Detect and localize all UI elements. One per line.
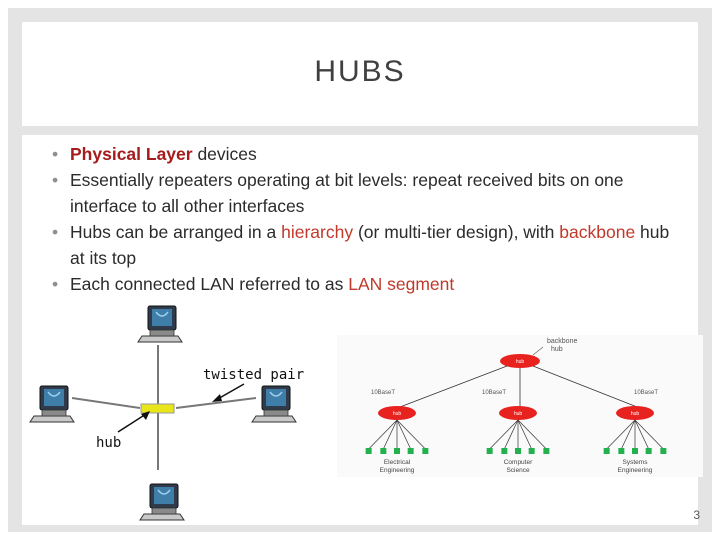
bullet-text: LAN segment [348, 274, 455, 294]
computer-icon [137, 305, 183, 343]
svg-text:hub: hub [551, 346, 563, 353]
host-node [660, 448, 667, 454]
svg-text:Engineering: Engineering [380, 467, 415, 474]
svg-text:10BaseT: 10BaseT [371, 390, 395, 396]
bullet-item: Each connected LAN referred to as LAN se… [52, 271, 682, 297]
bullet-text: (or multi-tier design), with [353, 222, 560, 242]
host-node [380, 448, 387, 454]
svg-text:hub: hub [514, 411, 523, 417]
title-box: HUBS [22, 22, 698, 126]
host-node [394, 448, 400, 454]
host-node [365, 448, 372, 454]
bullet-text: Essentially repeaters operating at bit l… [70, 170, 624, 216]
host-node [632, 448, 638, 454]
bullet-item: Essentially repeaters operating at bit l… [52, 167, 682, 219]
department-hub [616, 406, 654, 420]
department-hub [378, 406, 416, 420]
svg-text:10BaseT: 10BaseT [482, 390, 506, 396]
host-node [528, 448, 535, 454]
hub-label: hub [96, 435, 122, 451]
computer-icon [251, 385, 297, 423]
department-hub [499, 406, 537, 420]
bullet-text: Each connected LAN referred to as [70, 274, 349, 294]
svg-text:Electrical: Electrical [384, 459, 411, 466]
bullet-item: Physical Layer devices [52, 141, 682, 167]
svg-text:hub: hub [631, 411, 640, 417]
host-node [501, 448, 508, 454]
twisted-pair-label: twisted pair [203, 367, 305, 383]
svg-text:10BaseT: 10BaseT [634, 390, 658, 396]
svg-text:Engineering: Engineering [618, 467, 653, 474]
host-node [618, 448, 625, 454]
hub-arrow [117, 413, 147, 433]
slide-title: HUBS [314, 55, 406, 88]
backbone-label: backbone [547, 338, 577, 345]
svg-text:Computer: Computer [504, 459, 533, 466]
computer-icon [139, 483, 185, 521]
host-node [603, 448, 610, 454]
svg-text:Science: Science [506, 467, 530, 474]
bullet-list: Physical Layer devicesEssentially repeat… [52, 141, 682, 297]
host-node [486, 448, 493, 454]
bullet-text: Hubs can be arranged in a [70, 222, 282, 242]
bullet-item: Hubs can be arranged in a hierarchy (or … [52, 219, 682, 271]
host-node [543, 448, 550, 454]
bullet-text: hub at its top [70, 222, 670, 268]
hub-device [140, 403, 175, 414]
host-node [407, 448, 414, 454]
hub-hierarchy-diagram: backbone hub hub 10BaseT 10BaseT 10BaseT… [337, 335, 703, 477]
computer-icon [29, 385, 75, 423]
host-node [515, 448, 521, 454]
bullet-text: hierarchy [281, 222, 354, 242]
slide-number: 3 [693, 508, 700, 522]
svg-text:hub: hub [393, 411, 402, 417]
host-node [645, 448, 652, 454]
host-node [422, 448, 429, 454]
bullet-text: devices [192, 144, 257, 164]
backbone-hub [500, 354, 540, 368]
bullet-text: backbone [559, 222, 636, 242]
svg-text:Systems: Systems [623, 459, 649, 466]
bullet-text: Physical Layer [70, 144, 193, 164]
svg-text:hub: hub [516, 359, 525, 365]
